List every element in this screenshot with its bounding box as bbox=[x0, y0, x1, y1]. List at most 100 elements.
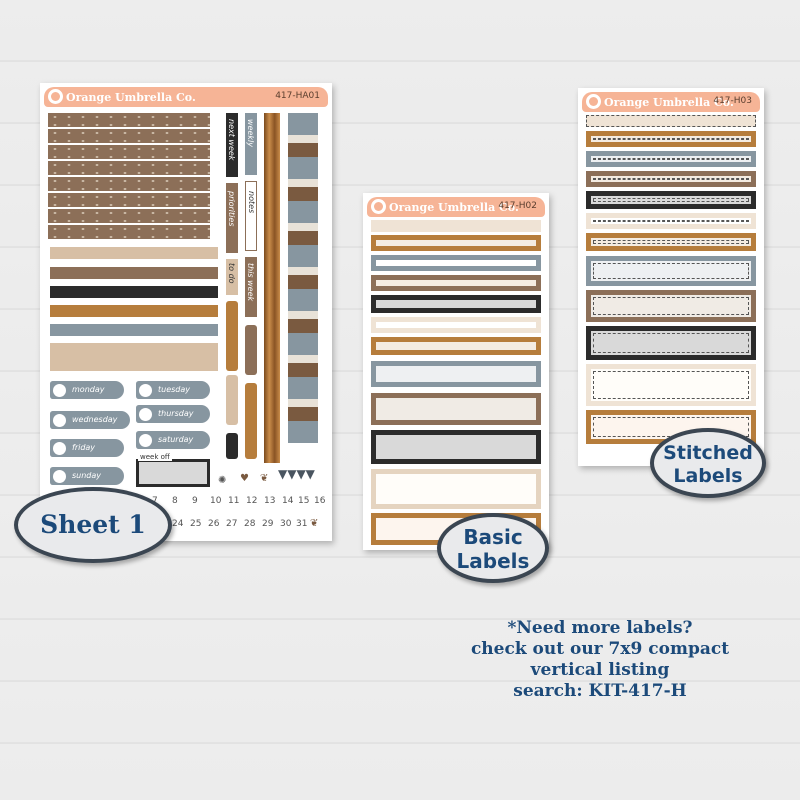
gnome-washi-strip bbox=[288, 113, 318, 443]
date-number: 24 bbox=[172, 519, 184, 529]
date-number: 25 bbox=[190, 519, 202, 529]
basic-label bbox=[371, 337, 541, 355]
tan-capsule bbox=[226, 375, 238, 425]
brand-name: Orange Umbrella Co. bbox=[604, 96, 734, 109]
date-number: 10 bbox=[210, 496, 222, 506]
date-number: 28 bbox=[244, 519, 256, 529]
vertical-label-black bbox=[226, 113, 238, 177]
vertical-word-priorities: priorities bbox=[227, 191, 236, 227]
stitched-label bbox=[586, 191, 756, 209]
day-label-sunday: sunday bbox=[50, 467, 124, 485]
sun-icon: ✺ bbox=[218, 475, 227, 486]
copper-capsule bbox=[226, 301, 238, 371]
brand-name: Orange Umbrella Co. bbox=[66, 91, 196, 104]
week-off-box bbox=[136, 459, 210, 487]
day-label-wednesday: wednesday bbox=[50, 411, 130, 429]
label-strip bbox=[371, 220, 541, 232]
sheet-1-badge: Sheet 1 bbox=[14, 487, 172, 563]
stitched-label bbox=[586, 290, 756, 322]
copper-capsule-2 bbox=[245, 383, 257, 459]
footer-line-2: check out our 7x9 compact bbox=[470, 639, 730, 659]
stitched-labels-badge-line2: Labels bbox=[673, 465, 743, 487]
bunting-icon: ▼▼▼▼ bbox=[278, 467, 315, 481]
stitched-label bbox=[586, 233, 756, 251]
footer-line-4: search: KIT-417-H bbox=[513, 681, 687, 701]
stitched-label bbox=[586, 326, 756, 360]
date-number: 9 bbox=[192, 496, 198, 506]
day-label-friday: friday bbox=[50, 439, 124, 457]
date-number: 8 bbox=[172, 496, 178, 506]
footer-line-3: vertical listing bbox=[530, 660, 670, 680]
sheet-code: 417-H02 bbox=[498, 201, 537, 211]
vertical-word-weekly: weekly bbox=[246, 119, 255, 147]
basic-label bbox=[371, 317, 541, 333]
date-number: 31 bbox=[296, 519, 308, 529]
copper-foil-strip bbox=[264, 113, 280, 463]
stitched-label bbox=[586, 171, 756, 187]
stitched-labels-badge: Stitched Labels bbox=[650, 428, 766, 498]
basic-label bbox=[371, 361, 541, 387]
date-number: 27 bbox=[226, 519, 238, 529]
tan-bar bbox=[50, 247, 218, 259]
brown-capsule bbox=[245, 325, 257, 375]
sheet-header: Orange Umbrella Co. 417-H03 bbox=[582, 92, 760, 112]
vertical-word-to-do: to do bbox=[227, 263, 236, 284]
brown-bar bbox=[50, 267, 218, 279]
sheet-header: Orange Umbrella Co. 417-H02 bbox=[367, 197, 545, 217]
vertical-label-white bbox=[245, 181, 257, 251]
basic-labels-badge-line1: Basic bbox=[463, 525, 523, 549]
stitched-label bbox=[586, 151, 756, 167]
date-number: 15 bbox=[298, 496, 310, 506]
black-bar bbox=[50, 286, 218, 298]
leaf-icon-2: ❦ bbox=[310, 518, 319, 529]
week-off-label: week off bbox=[138, 453, 172, 461]
sticker-sheet-3: Orange Umbrella Co. 417-H03 bbox=[578, 88, 764, 466]
stitched-label bbox=[586, 364, 756, 406]
basic-label bbox=[371, 275, 541, 291]
stitched-strip bbox=[586, 115, 756, 127]
day-label-monday: monday bbox=[50, 381, 124, 399]
stitched-label bbox=[586, 256, 756, 286]
brand-name: Orange Umbrella Co. bbox=[389, 201, 519, 214]
heart-icon: ♥ bbox=[240, 473, 249, 484]
basic-label bbox=[371, 295, 541, 313]
date-number: 30 bbox=[280, 519, 292, 529]
umbrella-logo-icon bbox=[586, 94, 601, 109]
umbrella-logo-icon bbox=[371, 199, 386, 214]
vertical-label-brown bbox=[226, 183, 238, 253]
black-capsule bbox=[226, 433, 238, 459]
copper-bar bbox=[50, 305, 218, 317]
umbrella-logo-icon bbox=[48, 89, 63, 104]
footer-note: *Need more labels? check out our 7x9 com… bbox=[440, 618, 760, 702]
sheet-1-badge-text: Sheet 1 bbox=[40, 510, 146, 539]
vertical-label-slate bbox=[245, 113, 257, 175]
date-number: 12 bbox=[246, 496, 258, 506]
footer-line-1: *Need more labels? bbox=[507, 618, 693, 638]
day-label-saturday: saturday bbox=[136, 431, 210, 449]
basic-label bbox=[371, 430, 541, 464]
slate-bar bbox=[50, 324, 218, 336]
date-number: 26 bbox=[208, 519, 220, 529]
basic-label bbox=[371, 235, 541, 251]
date-number: 13 bbox=[264, 496, 276, 506]
vertical-label-brown-2 bbox=[245, 257, 257, 317]
sheet-code: 417-H03 bbox=[713, 96, 752, 106]
date-number: 29 bbox=[262, 519, 274, 529]
basic-label bbox=[371, 469, 541, 509]
stitched-labels-badge-line1: Stitched bbox=[663, 442, 753, 464]
vertical-word-this-week: this week bbox=[246, 263, 255, 302]
basic-label bbox=[371, 393, 541, 425]
date-number: 16 bbox=[314, 496, 326, 506]
leaf-icon: ❦ bbox=[260, 473, 269, 484]
basic-labels-badge-line2: Labels bbox=[456, 549, 530, 573]
vertical-label-tan bbox=[226, 259, 238, 295]
vertical-word-notes: notes bbox=[247, 191, 256, 214]
date-number: 11 bbox=[228, 496, 240, 506]
sticker-sheet-2: Orange Umbrella Co. 417-H02 bbox=[363, 193, 549, 550]
sheet-code: 417-HA01 bbox=[275, 91, 320, 101]
sticker-sheet-1: Orange Umbrella Co. 417-HA01 next week p… bbox=[40, 83, 332, 541]
date-number: 14 bbox=[282, 496, 294, 506]
basic-labels-badge: Basic Labels bbox=[437, 513, 549, 583]
stitched-label bbox=[586, 131, 756, 147]
basic-label bbox=[371, 255, 541, 271]
